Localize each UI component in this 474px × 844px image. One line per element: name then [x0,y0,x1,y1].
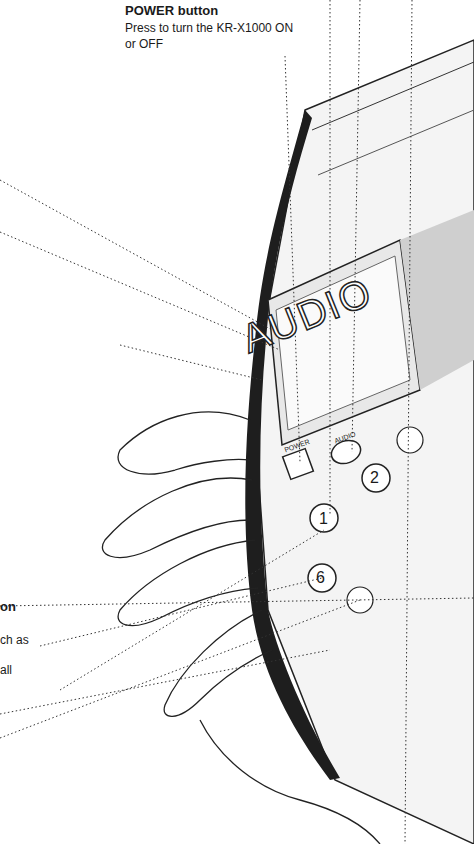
key-number: 1 [319,508,333,530]
callout-text: ch as [0,632,60,648]
device-face [258,40,474,844]
callout-text: Press to turn the KR-X1000 ON or OFF [125,20,300,52]
hand-palm [200,720,380,844]
number-key [397,427,423,453]
hand-finger [118,412,250,474]
bevel-line [318,110,474,175]
callout-text: all [0,662,40,678]
hand-finger [164,610,272,716]
callout-title: POWER button [125,2,325,20]
shading [400,210,474,390]
number-key [310,504,338,532]
number-key [308,564,336,592]
key-number: 6 [316,567,330,589]
callout-title: on [0,598,40,616]
key-number: 2 [370,467,384,489]
number-key [362,464,390,492]
device-side [245,110,340,780]
hand-finger [118,540,258,626]
hand-finger [102,478,252,557]
